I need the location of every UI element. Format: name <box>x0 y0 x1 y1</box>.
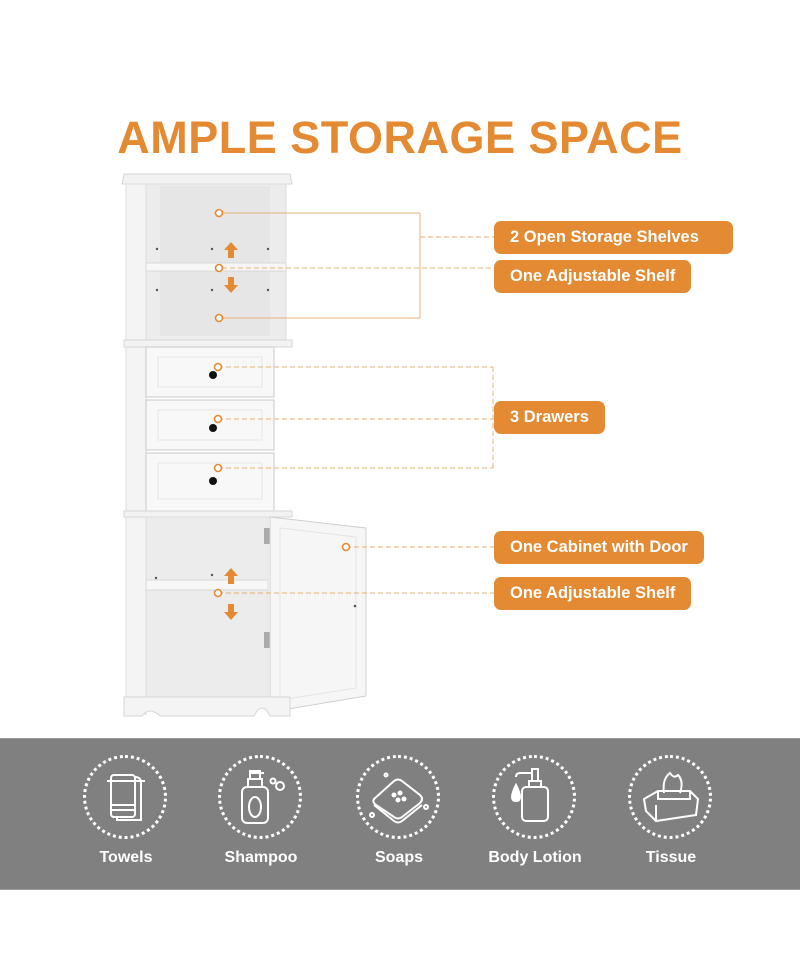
arrow-up-icon <box>224 568 238 584</box>
feature-label-adjustable-shelf-top: One Adjustable Shelf <box>494 260 692 293</box>
use-label: Tissue <box>645 849 697 866</box>
feature-label-drawers: 3 Drawers <box>494 401 605 434</box>
use-label: Soaps <box>374 849 423 866</box>
lotion-pump-icon <box>510 768 549 822</box>
soap-bar-icon <box>369 772 429 824</box>
arrow-down-icon <box>224 277 238 293</box>
feature-label-adjustable-shelf-bottom: One Adjustable Shelf <box>494 577 692 610</box>
feature-label-open-shelves: 2 Open Storage Shelves <box>494 221 733 254</box>
callout-dots <box>213 208 351 598</box>
use-label: Shampoo <box>224 849 298 866</box>
tissue-box-icon <box>642 771 700 823</box>
use-label: Body Lotion <box>488 849 582 866</box>
page-title: AMPLE STORAGE SPACE <box>117 112 683 163</box>
usage-band: Towels Shampoo Soaps <box>0 738 800 890</box>
shampoo-bottle-icon <box>241 770 285 824</box>
towel-icon <box>107 774 145 821</box>
arrow-up-icon <box>224 242 238 258</box>
arrow-down-icon <box>224 604 238 620</box>
feature-label-cabinet-door: One Cabinet with Door <box>494 531 704 564</box>
corner-cabinet-illustration <box>121 173 494 717</box>
use-label: Towels <box>99 849 153 866</box>
